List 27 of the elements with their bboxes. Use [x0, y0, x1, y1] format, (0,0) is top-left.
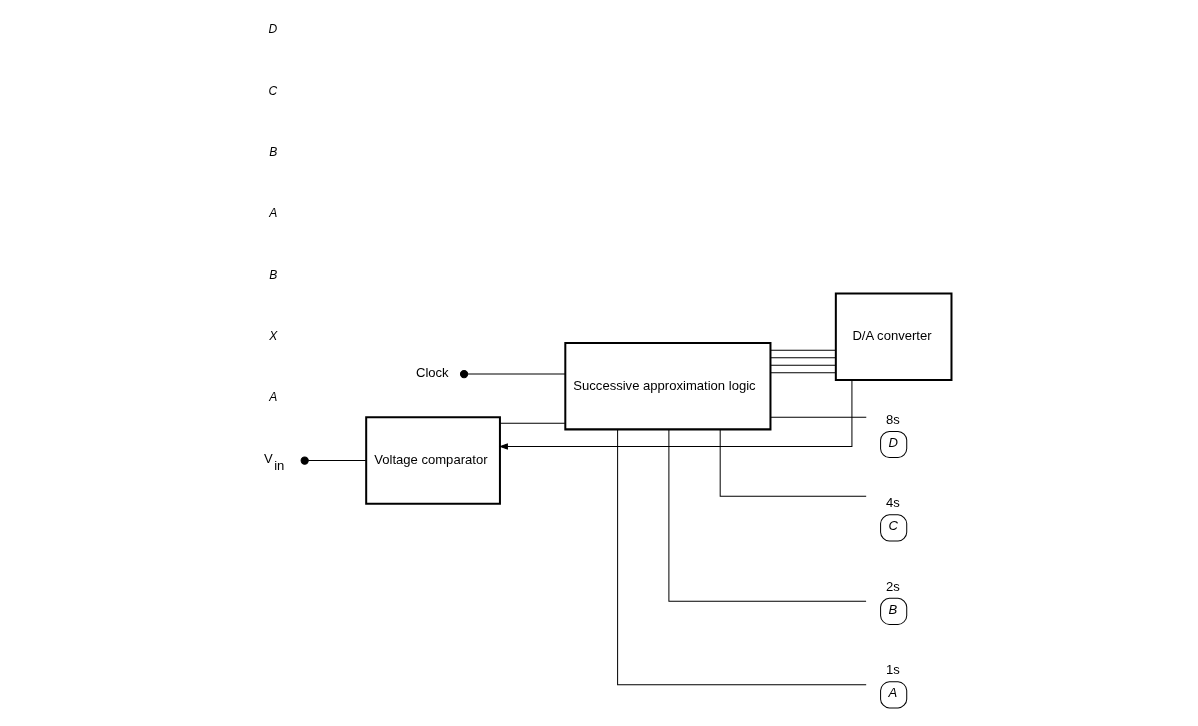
label: B	[269, 267, 278, 282]
connector	[300, 455, 367, 465]
label: B	[269, 144, 278, 159]
label: X	[269, 328, 278, 343]
connector	[770, 349, 837, 351]
arrow	[498, 379, 853, 450]
node-box: D/A converter	[834, 292, 953, 381]
connector	[668, 428, 867, 602]
node-label: 8s	[886, 411, 900, 427]
label: A	[269, 205, 278, 220]
connector	[617, 428, 867, 685]
connector	[770, 356, 837, 358]
label: D	[268, 21, 278, 36]
node-label: 2s	[886, 578, 900, 594]
node-label: 1s	[886, 661, 900, 677]
connector	[770, 364, 837, 366]
node-box: Successive approximation logic	[564, 341, 772, 430]
label: C	[268, 83, 278, 98]
connector	[719, 428, 867, 497]
connector	[770, 371, 837, 373]
connector	[499, 422, 566, 424]
node-box: Voltage comparator	[365, 415, 501, 505]
connector	[770, 416, 867, 418]
node-text: Clock	[415, 364, 449, 380]
connector	[459, 369, 566, 378]
node-label: 4s	[886, 494, 900, 510]
label: A	[269, 389, 278, 404]
